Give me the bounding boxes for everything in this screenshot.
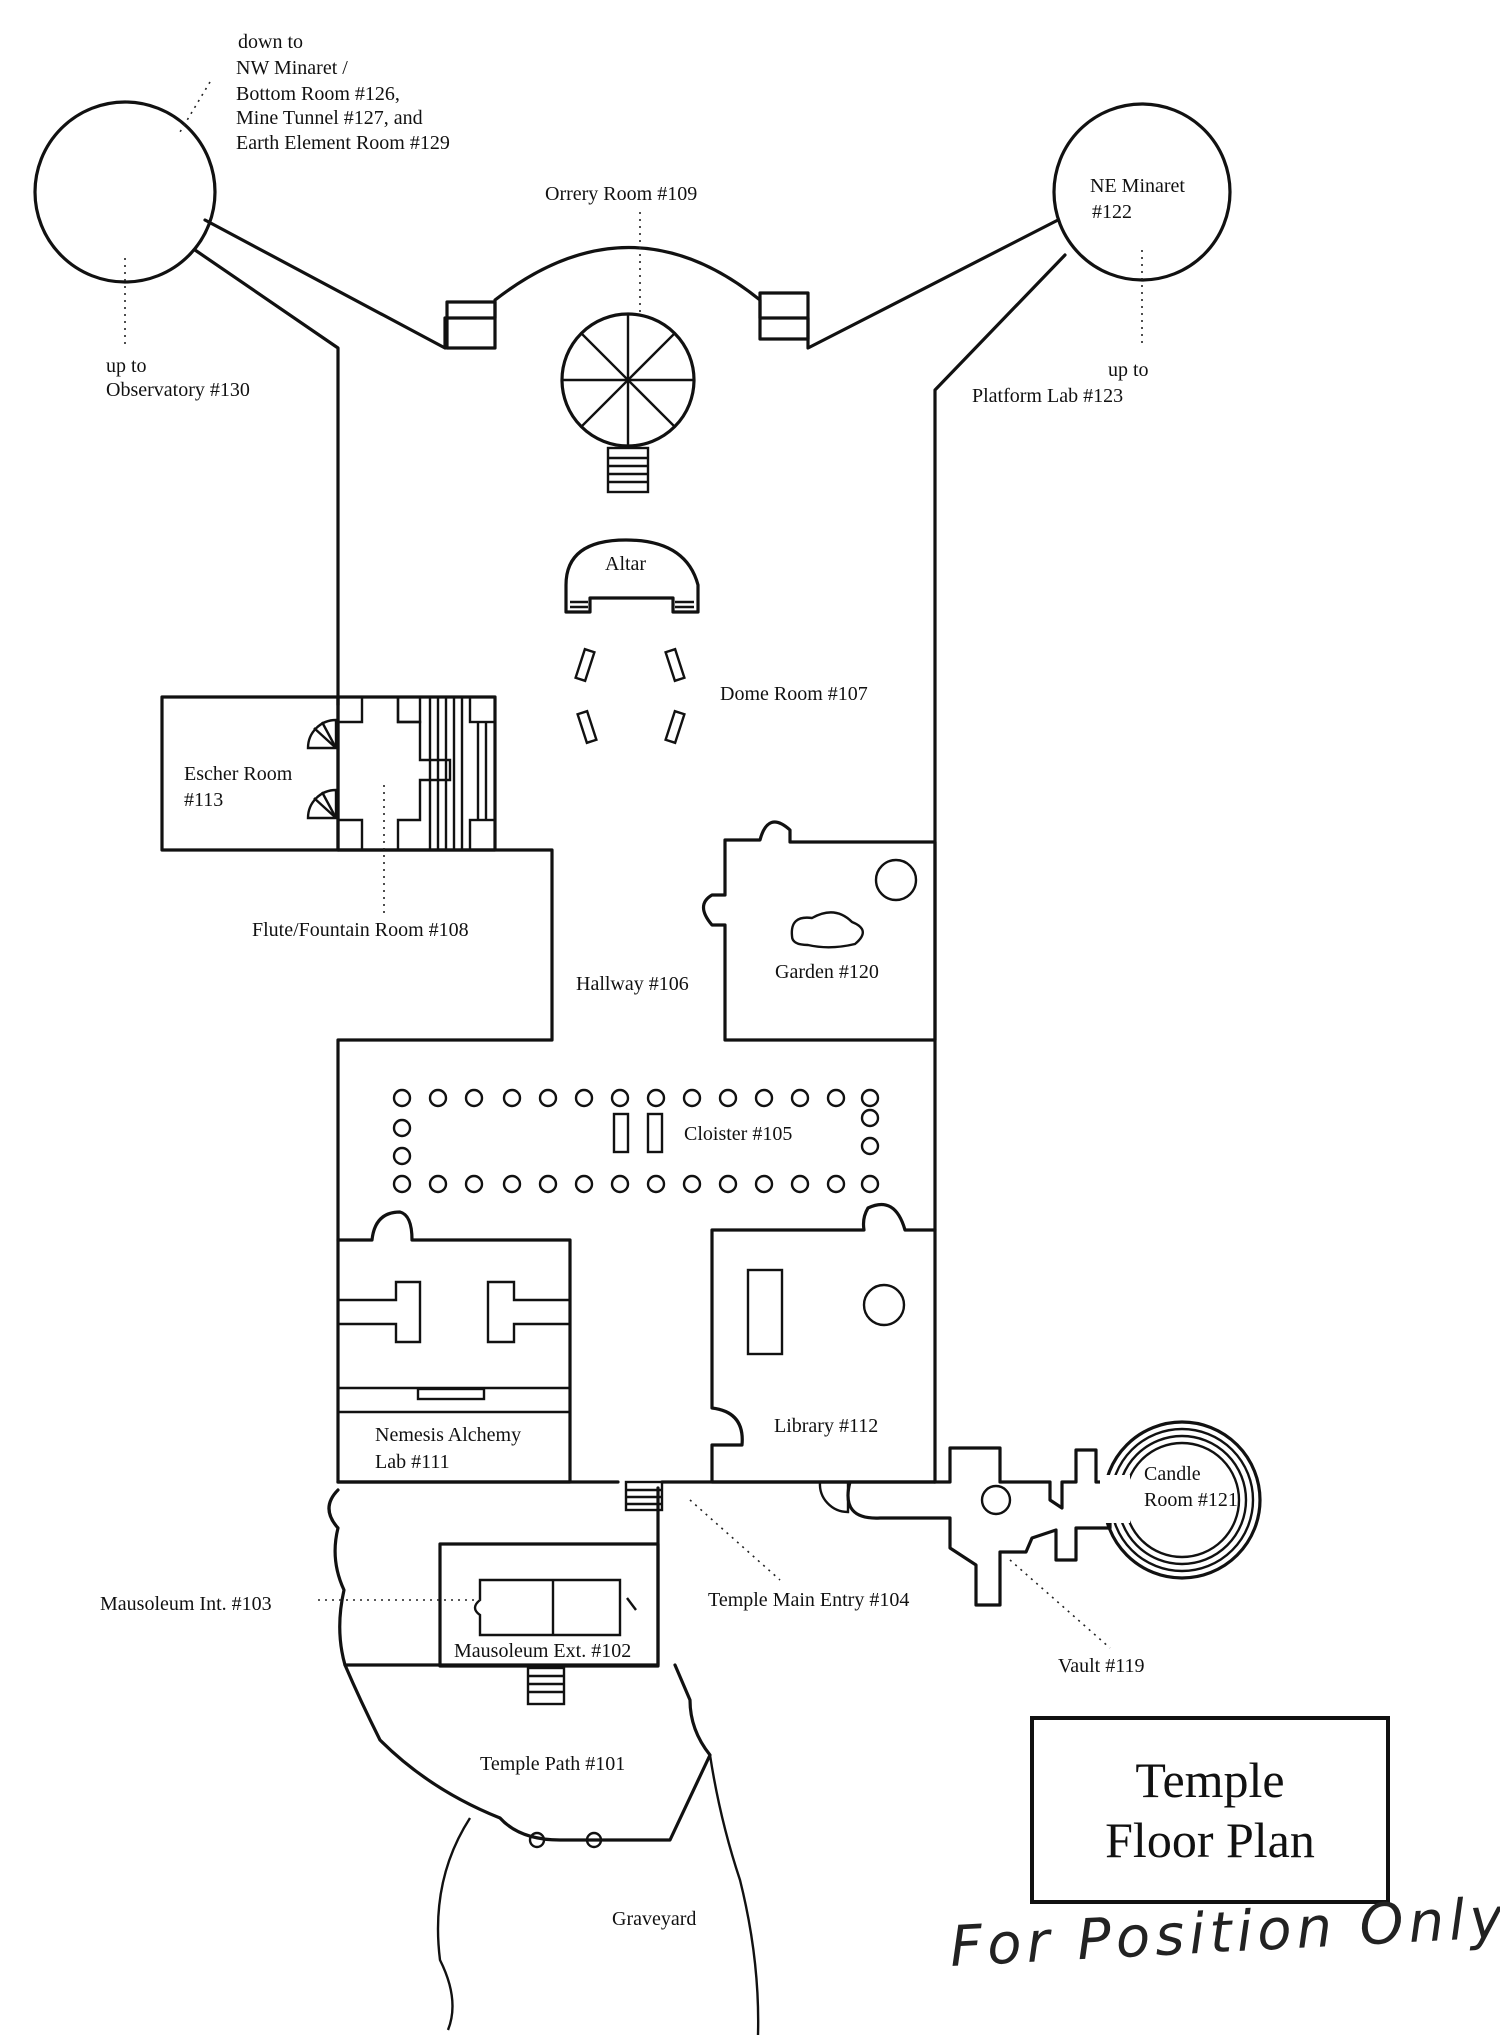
label-ne-minaret-2: #122 — [1092, 201, 1132, 223]
nemesis-alchemy-lab[interactable] — [336, 1210, 572, 1484]
altar[interactable] — [564, 538, 700, 614]
temple-path[interactable] — [343, 1663, 712, 1849]
label-down-to: down to — [238, 31, 303, 53]
label-orrery-room: Orrery Room #109 — [545, 183, 697, 205]
label-up-to-right: up to — [1108, 359, 1149, 381]
garden-room[interactable] — [701, 820, 937, 1042]
label-cloister: Cloister #105 — [684, 1123, 792, 1145]
label-main-entry: Temple Main Entry #104 — [708, 1589, 909, 1611]
label-escher-room-1: Escher Room — [184, 763, 293, 785]
label-hallway: Hallway #106 — [576, 973, 689, 995]
label-library: Library #112 — [774, 1415, 878, 1437]
label-mausoleum-int: Mausoleum Int. #103 — [100, 1593, 272, 1615]
label-platform-lab: Platform Lab #123 — [972, 385, 1123, 407]
leader-lines — [124, 81, 1143, 1649]
label-nemesis-1: Nemesis Alchemy — [375, 1424, 521, 1446]
nw-minaret[interactable] — [33, 100, 217, 284]
map-title-box: Temple Floor Plan — [1030, 1716, 1390, 1904]
label-mausoleum-ext: Mausoleum Ext. #102 — [454, 1640, 631, 1662]
label-dome-room: Dome Room #107 — [720, 683, 868, 705]
candle-room[interactable] — [1100, 1420, 1262, 1580]
label-vault: Vault #119 — [1058, 1655, 1144, 1677]
dome-pews — [574, 647, 686, 745]
label-garden: Garden #120 — [775, 961, 879, 983]
label-nw-minaret: NW Minaret / — [236, 57, 348, 79]
cloister-columns — [392, 1088, 880, 1194]
label-altar: Altar — [605, 553, 646, 575]
outer-walls — [33, 100, 1232, 1484]
label-observatory: Observatory #130 — [106, 379, 250, 401]
vault[interactable] — [818, 1446, 1112, 1607]
main-entry-stairs — [624, 1480, 664, 1512]
hallway-walls — [336, 848, 554, 1484]
label-candle-1: Candle — [1144, 1463, 1201, 1485]
orrery-pillar-right — [758, 291, 810, 341]
label-nemesis-2: Lab #111 — [375, 1451, 450, 1473]
label-escher-room-2: #113 — [184, 789, 223, 811]
label-flute-fountain: Flute/Fountain Room #108 — [252, 919, 469, 941]
map-labels: down to NW Minaret / Bottom Room #126, M… — [100, 31, 1238, 1930]
label-graveyard: Graveyard — [612, 1908, 696, 1930]
flute-fountain-room[interactable] — [336, 695, 497, 852]
map-title-line2: Floor Plan — [1105, 1812, 1315, 1868]
label-earth-element: Earth Element Room #129 — [236, 132, 450, 154]
graveyard-outline — [436, 1754, 760, 2036]
label-bottom-room: Bottom Room #126, — [236, 83, 400, 105]
label-candle-2: Room #121 — [1144, 1489, 1238, 1511]
label-up-to-left: up to — [106, 355, 147, 377]
label-temple-path: Temple Path #101 — [480, 1753, 625, 1775]
mausoleum-exterior[interactable] — [327, 1486, 660, 1668]
orrery-pillar-left — [445, 300, 497, 350]
label-ne-minaret-1: NE Minaret — [1090, 175, 1185, 197]
library-room[interactable] — [710, 1202, 937, 1484]
orrery-wheel[interactable] — [560, 312, 696, 494]
map-title-line1: Temple — [1135, 1752, 1285, 1808]
label-mine-tunnel: Mine Tunnel #127, and — [236, 107, 423, 129]
